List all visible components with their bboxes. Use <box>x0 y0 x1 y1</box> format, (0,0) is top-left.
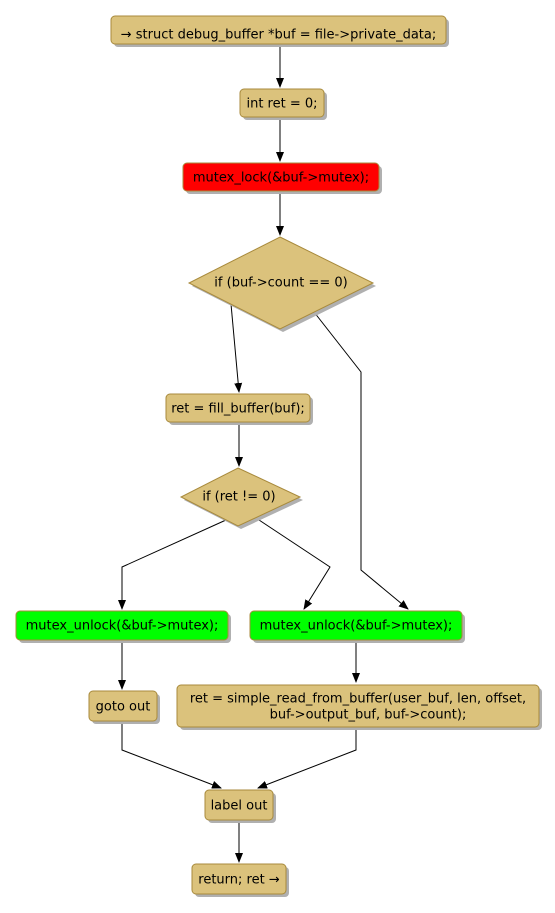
mutex-unlock-right-node: mutex_unlock(&buf->mutex); <box>249 610 465 643</box>
fill-buffer-node-label: ret = fill_buffer(buf); <box>171 402 305 417</box>
edge-cond-count-to-unlock-right <box>313 311 409 610</box>
mutex-unlock-left-node: mutex_unlock(&buf->mutex); <box>15 610 231 643</box>
read-buffer-node-label-line2: buf->output_buf, buf->count); <box>270 708 467 723</box>
edge-goto-to-label <box>121 723 222 789</box>
edge-read-to-label <box>257 727 357 789</box>
read-buffer-node-label-line1: ret = simple_read_from_buffer(user_buf, … <box>190 692 526 707</box>
edges <box>118 45 409 863</box>
mutex-unlock-left-node-label: mutex_unlock(&buf->mutex); <box>26 619 219 634</box>
edge-cond-count-to-fill <box>230 303 243 393</box>
return-node-label: return; ret → <box>198 873 280 888</box>
edge-cond-ret-to-unlock-left <box>118 519 227 610</box>
start-node-label: → struct debug_buffer *buf = file->priva… <box>121 28 437 43</box>
read-buffer-node: ret = simple_read_from_buffer(user_buf, … <box>176 684 542 730</box>
goto-out-node: goto out <box>88 690 160 724</box>
init-ret-node: int ret = 0; <box>239 88 327 120</box>
nodes: → struct debug_buffer *buf = file->priva… <box>15 15 542 897</box>
label-out-node-label: label out <box>211 799 268 814</box>
fill-buffer-node: ret = fill_buffer(buf); <box>165 393 313 425</box>
init-ret-node-label: int ret = 0; <box>246 97 317 112</box>
cond-ret-node-label: if (ret != 0) <box>202 490 275 505</box>
start-node: → struct debug_buffer *buf = file->priva… <box>110 15 449 47</box>
mutex-unlock-right-node-label: mutex_unlock(&buf->mutex); <box>260 619 453 634</box>
edge-cond-ret-to-unlock-right <box>255 517 331 610</box>
goto-out-node-label: goto out <box>96 700 151 715</box>
return-node: return; ret → <box>191 863 289 897</box>
mutex-lock-node: mutex_lock(&buf->mutex); <box>182 162 382 194</box>
label-out-node: label out <box>204 789 276 823</box>
mutex-lock-node-label: mutex_lock(&buf->mutex); <box>193 171 369 186</box>
cond-ret-node: if (ret != 0) <box>179 467 303 529</box>
cond-count-node: if (buf->count == 0) <box>187 236 376 332</box>
cond-count-node-label: if (buf->count == 0) <box>214 276 347 291</box>
